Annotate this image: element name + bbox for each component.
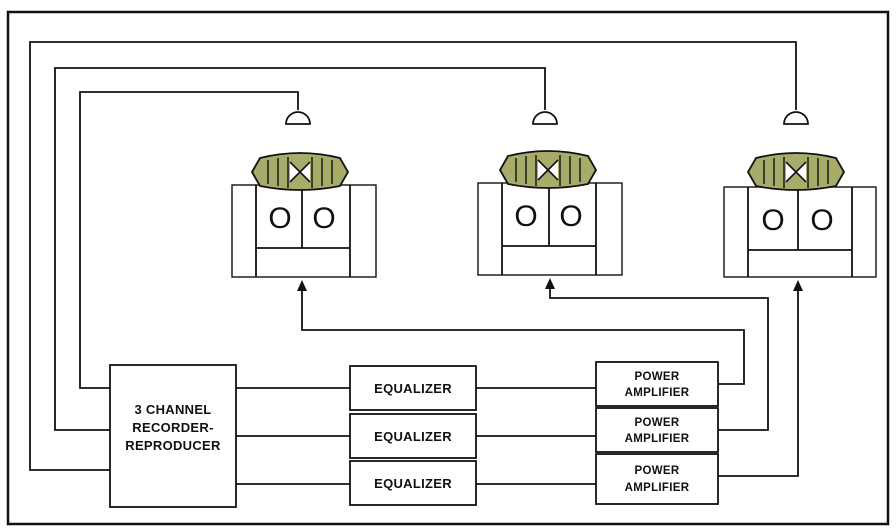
amplifier-2-label-line2: AMPLIFIER [625, 433, 690, 445]
speaker-left: O O [231, 152, 377, 278]
horn-right-icon [746, 152, 846, 191]
equalizer-2-label: EQUALIZER [374, 429, 452, 444]
amplifier-1-label-line2: AMPLIFIER [625, 387, 690, 399]
equalizer-3-block: EQUALIZER [349, 460, 477, 506]
amplifier-3-label-line2: AMPLIFIER [625, 482, 690, 494]
equalizer-2-block: EQUALIZER [349, 413, 477, 459]
speaker-left-unit-a: O [268, 202, 291, 235]
equalizer-3-label: EQUALIZER [374, 476, 452, 491]
amplifier-2-label-line1: POWER [635, 417, 680, 429]
diagram-frame [6, 10, 890, 526]
speaker-left-unit-b: O [312, 202, 335, 235]
horn-left-icon [250, 152, 350, 191]
microphone-center-icon [532, 111, 558, 125]
microphone-lines [29, 41, 797, 471]
arrowheads [297, 278, 803, 291]
amplifier-1-label-line1: POWER [635, 371, 680, 383]
recorder-label-line2: RECORDER- [132, 420, 213, 435]
microphone-left-icon [285, 111, 311, 125]
power-amplifier-3-block: POWER AMPLIFIER [595, 453, 719, 505]
equalizer-1-block: EQUALIZER [349, 365, 477, 411]
signal-lines [236, 288, 799, 485]
speaker-right-unit-a: O [761, 204, 784, 237]
horn-center-icon [498, 150, 598, 189]
speaker-center: O O [477, 150, 623, 276]
power-amplifier-2-block: POWER AMPLIFIER [595, 407, 719, 453]
speaker-center-unit-b: O [559, 200, 582, 233]
power-amplifier-1-block: POWER AMPLIFIER [595, 361, 719, 407]
recorder-label-line3: REPRODUCER [125, 438, 221, 453]
speaker-right-unit-b: O [810, 204, 833, 237]
speaker-center-unit-a: O [514, 200, 537, 233]
equalizer-1-label: EQUALIZER [374, 381, 452, 396]
microphone-right-icon [783, 111, 809, 125]
amplifier-3-label-line1: POWER [635, 465, 680, 477]
recorder-label-line1: 3 CHANNEL [134, 402, 211, 417]
recorder-reproducer-block: 3 CHANNEL RECORDER- REPRODUCER [109, 364, 237, 508]
speaker-right: O O [723, 152, 877, 278]
